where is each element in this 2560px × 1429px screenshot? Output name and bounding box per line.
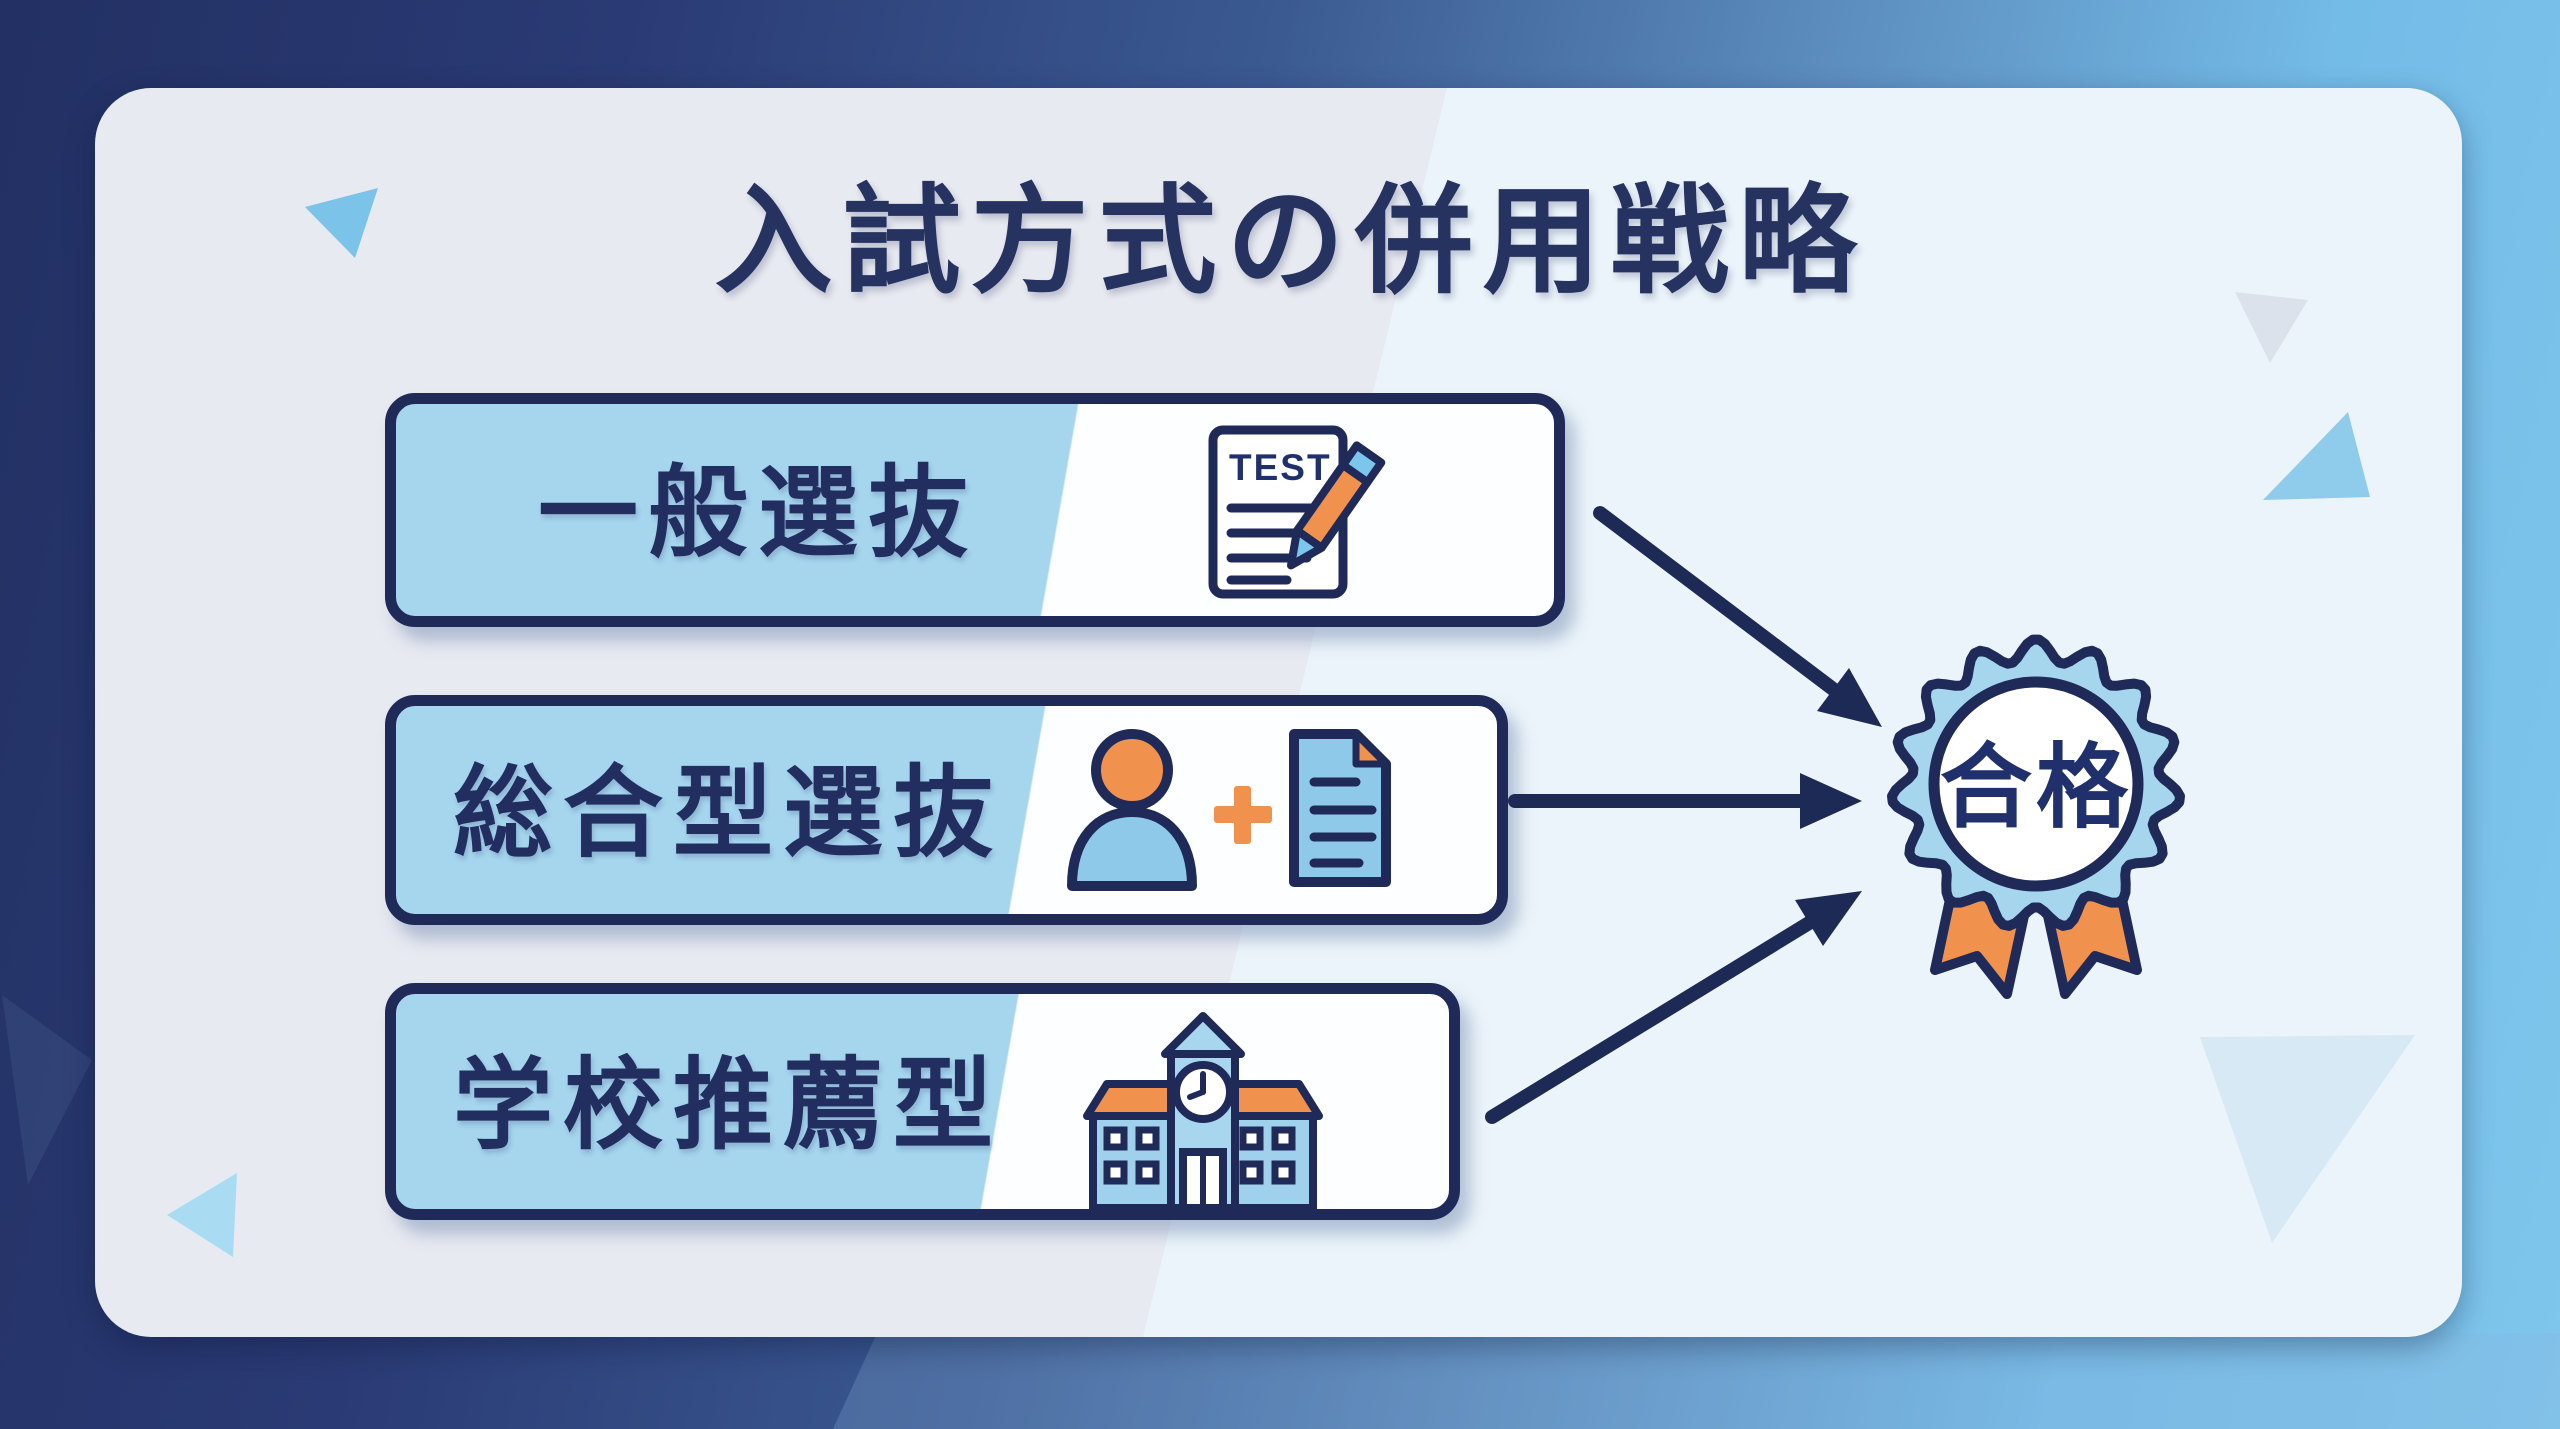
document-fold	[1352, 730, 1390, 768]
method-box-general-selection: 一般選抜 TEST	[385, 393, 1565, 627]
method-label: 一般選抜	[538, 457, 978, 570]
rosette-center	[1928, 676, 2144, 892]
award-rosette-icon: 合格	[1887, 634, 2185, 999]
bg-facet-triangle	[833, 1333, 2560, 1429]
test-paper-pencil-icon: TEST	[1208, 425, 1386, 599]
school-windows	[1103, 1126, 1296, 1185]
person-plus-document-icon	[1067, 729, 1391, 891]
page-title: 入試方式の併用戦略	[714, 176, 1867, 308]
method-label: 学校推薦型	[453, 1049, 1003, 1162]
method-box-school-recommendation: 学校推薦型	[385, 983, 1460, 1220]
school-left-roof	[1083, 1080, 1185, 1120]
test-icon-text: TEST	[1229, 447, 1332, 488]
person-body	[1067, 807, 1197, 891]
plus-icon	[1214, 786, 1272, 844]
school-right-roof	[1221, 1080, 1323, 1120]
pass-badge-label: 合格	[1940, 737, 2132, 839]
triangle-decor-bottom-left	[167, 1173, 237, 1257]
triangle-decor-top-right-blue	[2263, 412, 2370, 500]
triangle-decor-bottom-right	[2200, 1035, 2415, 1243]
pencil-icon	[1286, 441, 1386, 570]
person-head	[1091, 729, 1173, 811]
school-building-icon	[1083, 1012, 1323, 1212]
bg-triangle-bottom-left	[2, 995, 92, 1185]
school-tower-roof	[1161, 1012, 1245, 1058]
method-box-comprehensive-selection: 総合型選抜	[385, 695, 1508, 925]
method-label: 総合型選抜	[453, 757, 1003, 870]
